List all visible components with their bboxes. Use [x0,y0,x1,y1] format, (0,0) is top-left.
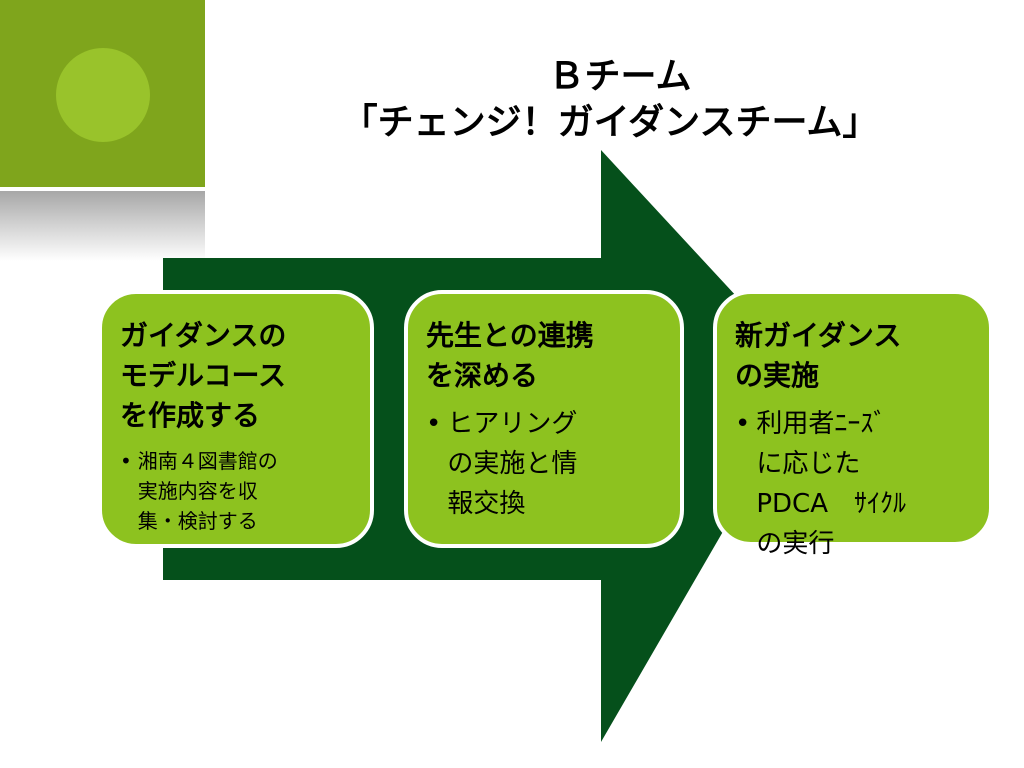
slide-title: Ｂチーム 「チェンジ！ガイダンスチーム」 [200,54,1020,146]
step-2-bullet-text: ヒアリング の実施と情 報交換 [447,409,578,519]
bullet-icon: • [735,409,751,439]
step-2-heading: 先生との連携 を深める [426,319,594,392]
bullet-icon: • [120,449,132,473]
step-3-bullet: • 利用者ﾆｰｽﾞ に応じた PDCA ｻｲｸﾙ の実行 [735,404,971,564]
title-line-1: Ｂチーム [548,56,692,97]
step-box-3: 新ガイダンス の実施 • 利用者ﾆｰｽﾞ に応じた PDCA ｻｲｸﾙ の実行 [713,290,993,559]
step-1-bullet-text: 湘南４図書館の 実施内容を収 集・検討する [137,449,278,533]
step-1-heading: ガイダンスの モデルコース を作成する [120,319,287,432]
step-box-2: 先生との連携 を深める • ヒアリング の実施と情 報交換 [404,290,684,548]
step-3-bullet-text: 利用者ﾆｰｽﾞ に応じた PDCA ｻｲｸﾙ の実行 [756,409,906,559]
step-3-heading: 新ガイダンス の実施 [735,319,902,392]
step-box-1: ガイダンスの モデルコース を作成する • 湘南４図書館の 実施内容を収 集・検… [98,290,374,548]
corner-decoration-circle [56,48,150,142]
title-line-2: 「チェンジ！ガイダンスチーム」 [341,102,879,143]
bullet-icon: • [426,409,442,439]
step-2-bullet: • ヒアリング の実施と情 報交換 [426,404,662,524]
corner-decoration-gradient [0,191,205,261]
step-1-bullet: • 湘南４図書館の 実施内容を収 集・検討する [120,446,352,536]
